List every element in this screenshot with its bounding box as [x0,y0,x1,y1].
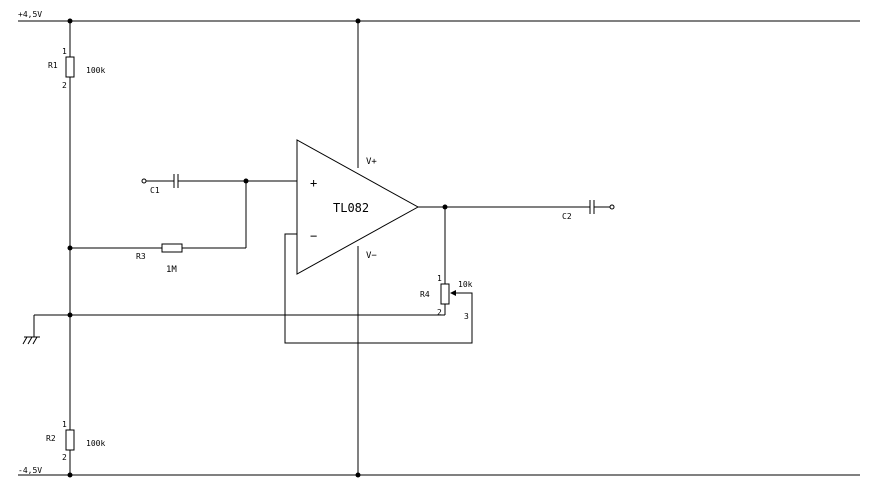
r1-resistor [65,56,75,78]
opamp-name: TL082 [333,201,369,215]
r2-resistor [65,429,75,451]
r1-pin-bottom: 2 [62,81,67,90]
opamp-triangle [296,139,420,275]
junction-dot [67,245,73,251]
junction-dot [442,204,448,210]
opamp-minus-sign: − [310,229,317,243]
input-terminal [141,178,147,184]
positive-rail-label: +4,5V [18,10,42,19]
opamp-vminus-label: V− [366,251,377,261]
r2-pin-top: 1 [62,420,67,429]
junction-dot [355,472,361,478]
junction-dot [243,178,249,184]
ground-icon [22,336,40,345]
r4-ref: R4 [420,290,430,299]
output-terminal [609,204,615,210]
r3-resistor [161,243,183,253]
r3-value: 1M [166,265,177,275]
negative-rail-label: -4,5V [18,466,42,475]
c2-ref: C2 [562,212,572,221]
r1-value: 100k [86,66,105,75]
r1-pin-top: 1 [62,47,67,56]
r4-pin-wiper: 3 [464,312,469,321]
r4-pin-top: 1 [437,274,442,283]
opamp-vplus-label: V+ [366,157,377,167]
r4-potentiometer [440,283,450,305]
c1-ref: C1 [150,186,160,195]
junction-dot [67,18,73,24]
wiper-feedback-wire [284,233,473,344]
junction-dot [355,18,361,24]
r4-wiper-arrow [450,290,456,296]
r2-pin-bottom: 2 [62,453,67,462]
junction-dot [67,472,73,478]
junction-dot [67,312,73,318]
r4-pin-bottom: 2 [437,308,442,317]
r1-ref: R1 [48,61,58,70]
r2-value: 100k [86,439,105,448]
r3-ref: R3 [136,252,146,261]
opamp-plus-sign: + [310,176,317,190]
r4-value: 10k [458,280,473,289]
r2-ref: R2 [46,434,56,443]
